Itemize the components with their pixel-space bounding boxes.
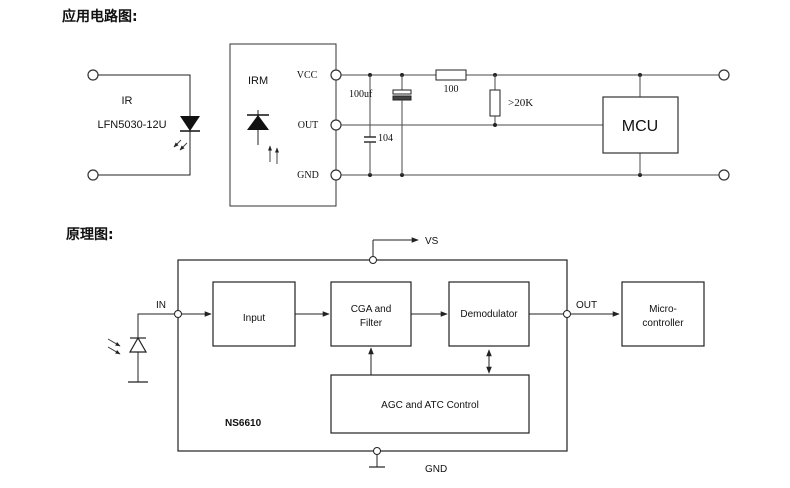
vcc-pin-label: VCC <box>297 70 318 81</box>
ceramic-capacitor-label: 104 <box>378 133 393 144</box>
cga-filter-label-line1: CGA and <box>351 304 392 315</box>
irm-box <box>229 43 337 207</box>
mcu-vcc-terminal <box>718 69 730 81</box>
mcu-block: MCU <box>602 75 679 175</box>
input-block-label: Input <box>243 313 265 324</box>
series-resistor <box>435 69 467 81</box>
cga-filter-block <box>330 281 412 347</box>
electrolytic-capacitor-label: 100uf <box>349 89 373 100</box>
cga-filter-label-line2: Filter <box>360 318 383 329</box>
ir-label: IR <box>122 95 133 107</box>
microcontroller-label-line1: Micro- <box>649 304 677 315</box>
ir-bottom-terminal <box>87 169 99 181</box>
series-resistor-label: 100 <box>444 84 459 95</box>
vcc-pin <box>330 69 342 81</box>
microcontroller-block <box>621 281 705 347</box>
signal-flow-arrows <box>181 311 620 375</box>
pullup-resistor <box>489 75 501 127</box>
vs-label: VS <box>425 236 439 247</box>
gnd-label: GND <box>425 464 447 475</box>
application-circuit-heading: 应用电路图: <box>62 9 138 25</box>
microcontroller-label-line2: controller <box>642 318 684 329</box>
input-block <box>212 281 296 347</box>
gnd-pin <box>330 169 342 181</box>
ir-bottom-wire <box>98 131 191 176</box>
photodiode-icon <box>247 110 279 164</box>
electrolytic-capacitor <box>392 75 412 175</box>
ir-top-wire <box>98 74 191 116</box>
pullup-resistor-label: >20K <box>508 97 533 109</box>
ir-led-icon <box>173 116 200 151</box>
block-diagram: VS GND IN Input CGA and Filter Demodulat… <box>107 236 705 475</box>
out-pin <box>330 119 342 131</box>
mcu-label: MCU <box>622 118 658 135</box>
application-circuit: IR LFN5030-12U IRM VCC OUT GND <box>87 43 730 207</box>
gnd-pin-label: GND <box>297 170 319 181</box>
input-photodiode <box>107 310 182 383</box>
principle-diagram-heading: 原理图: <box>66 227 114 243</box>
out-pin-block <box>563 310 571 318</box>
ir-emitter-section: IR LFN5030-12U <box>87 69 200 181</box>
agc-atc-label: AGC and ATC Control <box>381 400 479 411</box>
in-label: IN <box>156 300 166 311</box>
irm-module: IRM VCC OUT GND <box>229 43 342 207</box>
demodulator-label: Demodulator <box>460 309 518 320</box>
ir-top-terminal <box>87 69 99 81</box>
vs-pin <box>369 237 419 264</box>
ir-part-number: LFN5030-12U <box>97 119 166 131</box>
out-label: OUT <box>576 300 597 311</box>
ceramic-capacitor <box>364 75 376 175</box>
gnd-pin-block <box>369 447 385 468</box>
demodulator-block <box>448 281 530 347</box>
agc-atc-block <box>330 374 530 434</box>
out-pin-label: OUT <box>298 120 319 131</box>
chip-name: NS6610 <box>225 418 262 429</box>
irm-label: IRM <box>248 75 268 87</box>
mcu-gnd-terminal <box>718 169 730 181</box>
